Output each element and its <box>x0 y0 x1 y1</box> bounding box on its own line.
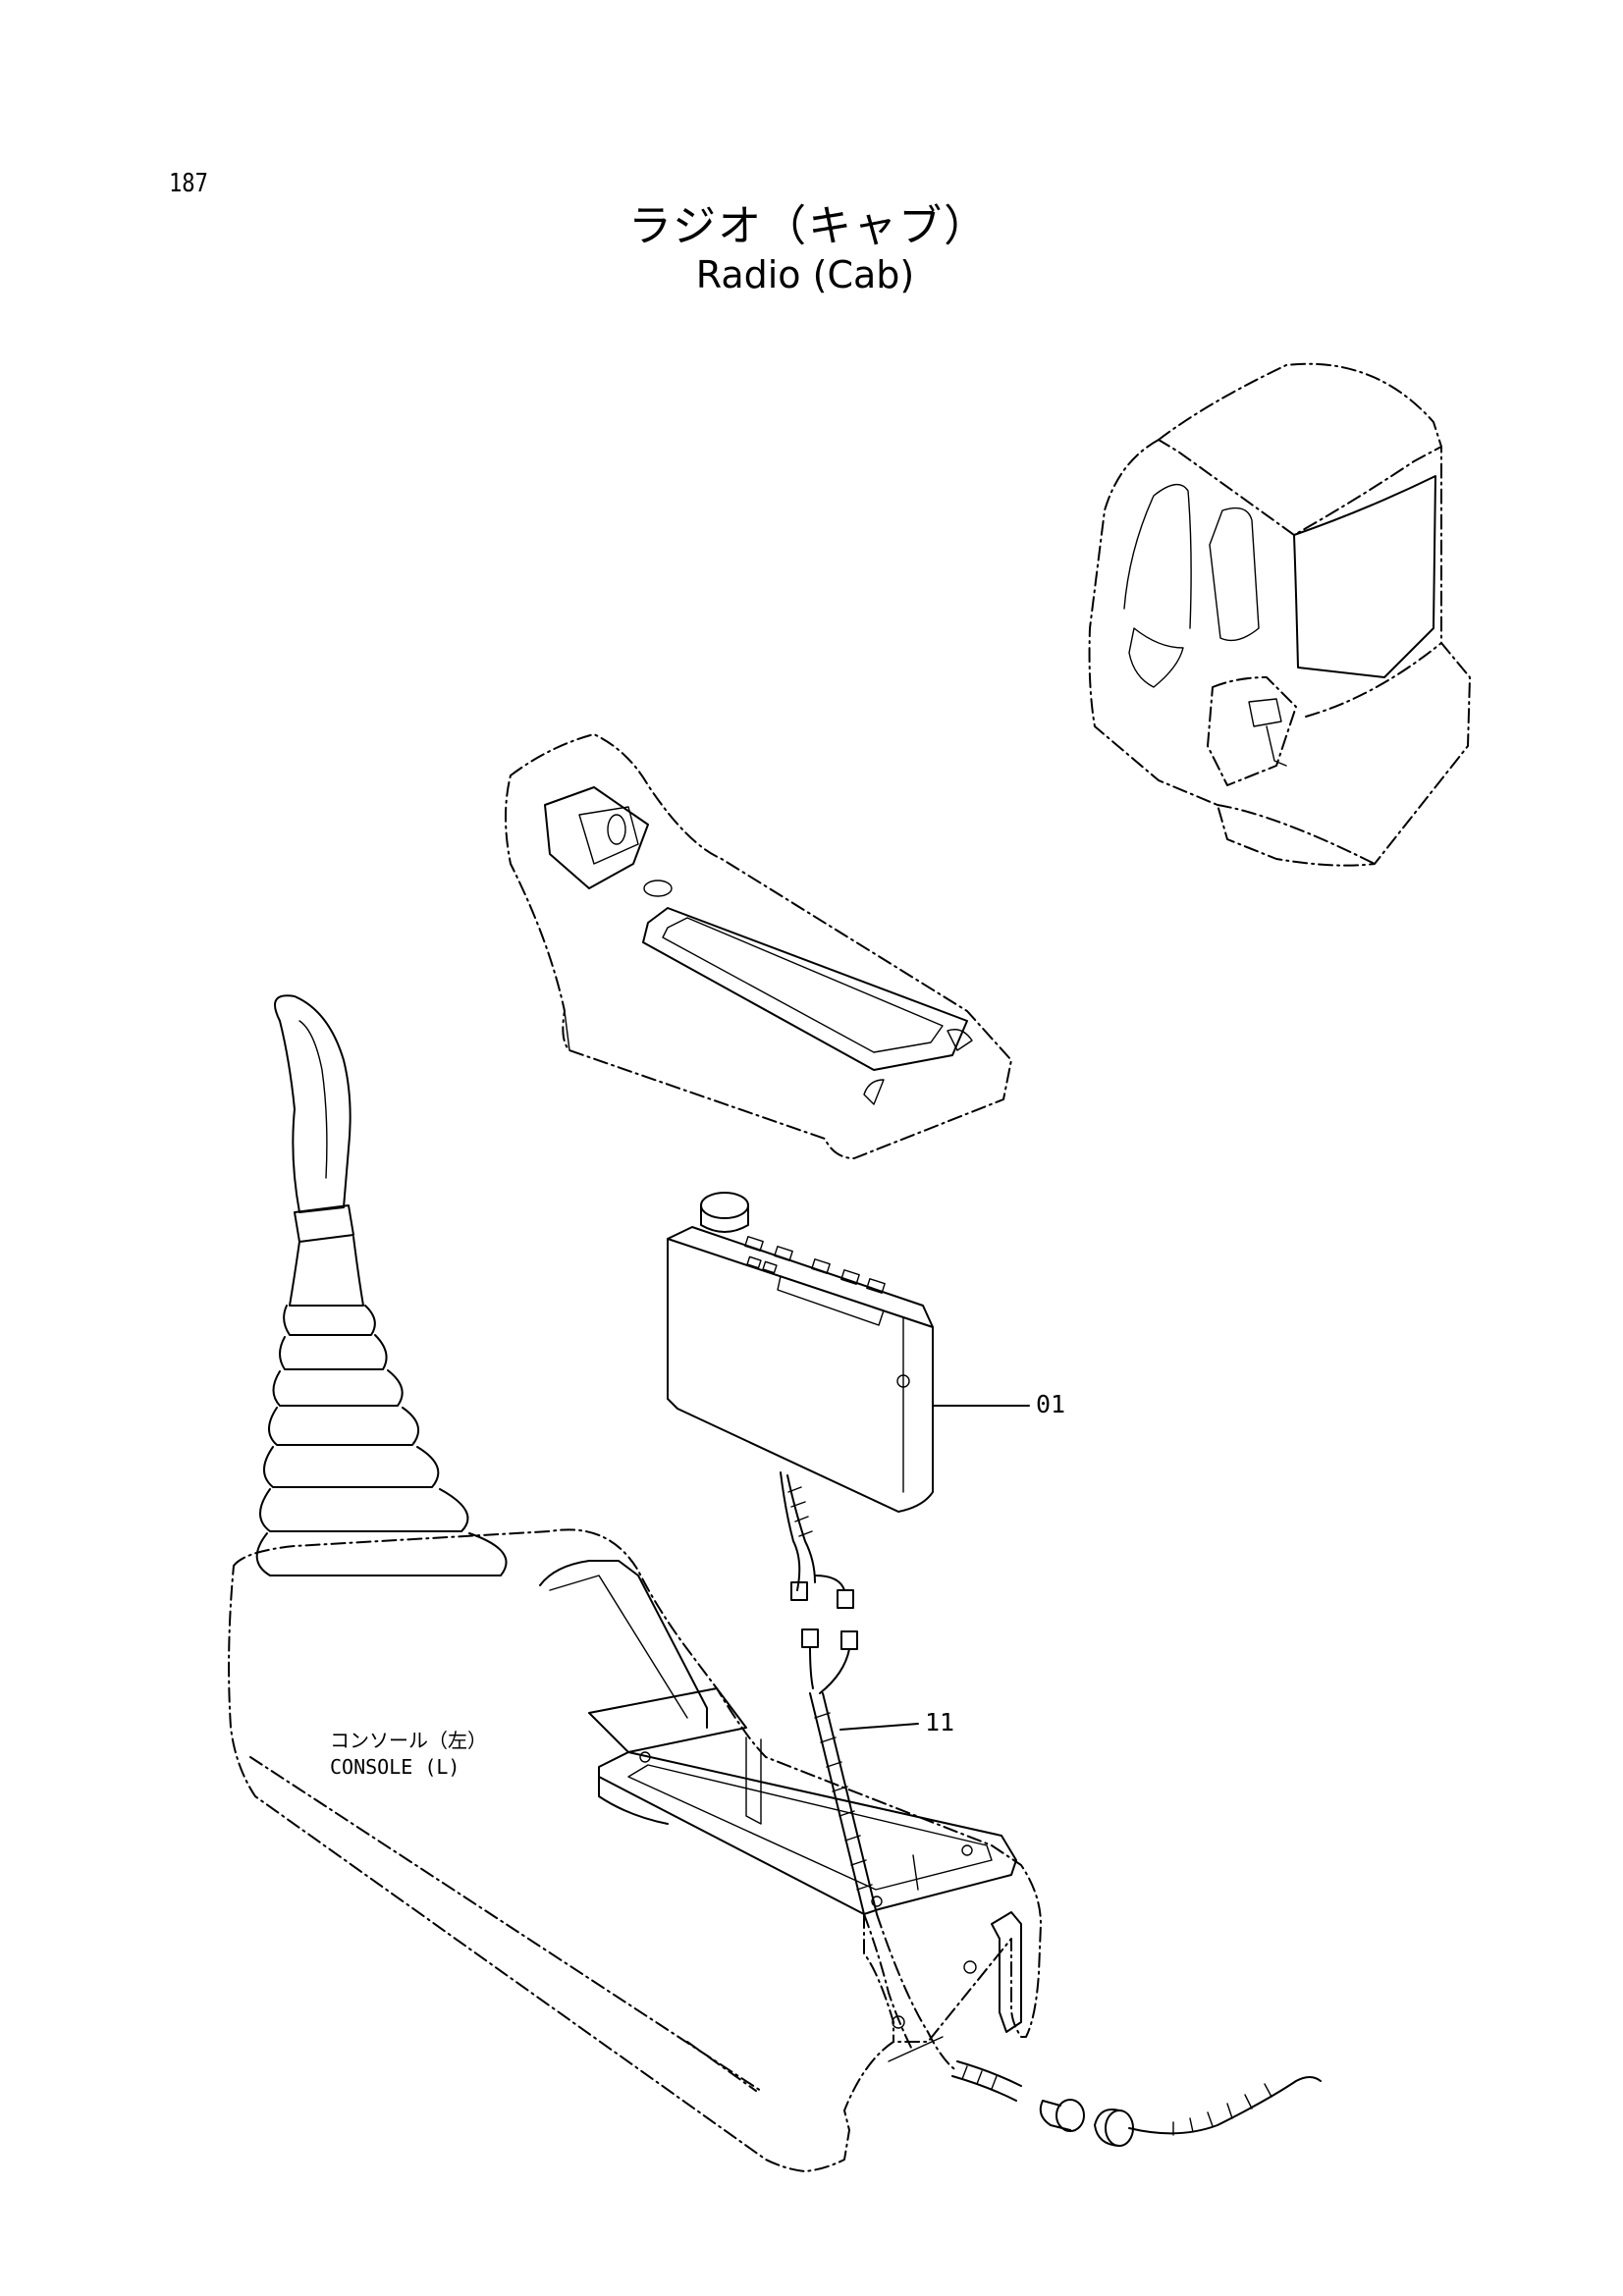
leader-line-11 <box>839 1723 919 1731</box>
console-label-english: CONSOLE (L) <box>330 1755 460 1779</box>
radio-unit-illustration <box>667 1192 934 1609</box>
console-left-illustration <box>228 994 1042 2172</box>
callout-01: 01 <box>1036 1390 1066 1418</box>
title-japanese: ラジオ（キャブ） <box>628 201 990 251</box>
callout-11: 11 <box>925 1708 955 1736</box>
harness-illustration <box>801 1629 1322 2147</box>
cab-illustration <box>1088 362 1471 867</box>
title-english: Radio (Cab) <box>695 253 915 296</box>
console-label-japanese: コンソール（左） <box>330 1729 487 1752</box>
console-cover-illustration <box>505 733 1012 1159</box>
page-number: 187 <box>169 169 208 198</box>
